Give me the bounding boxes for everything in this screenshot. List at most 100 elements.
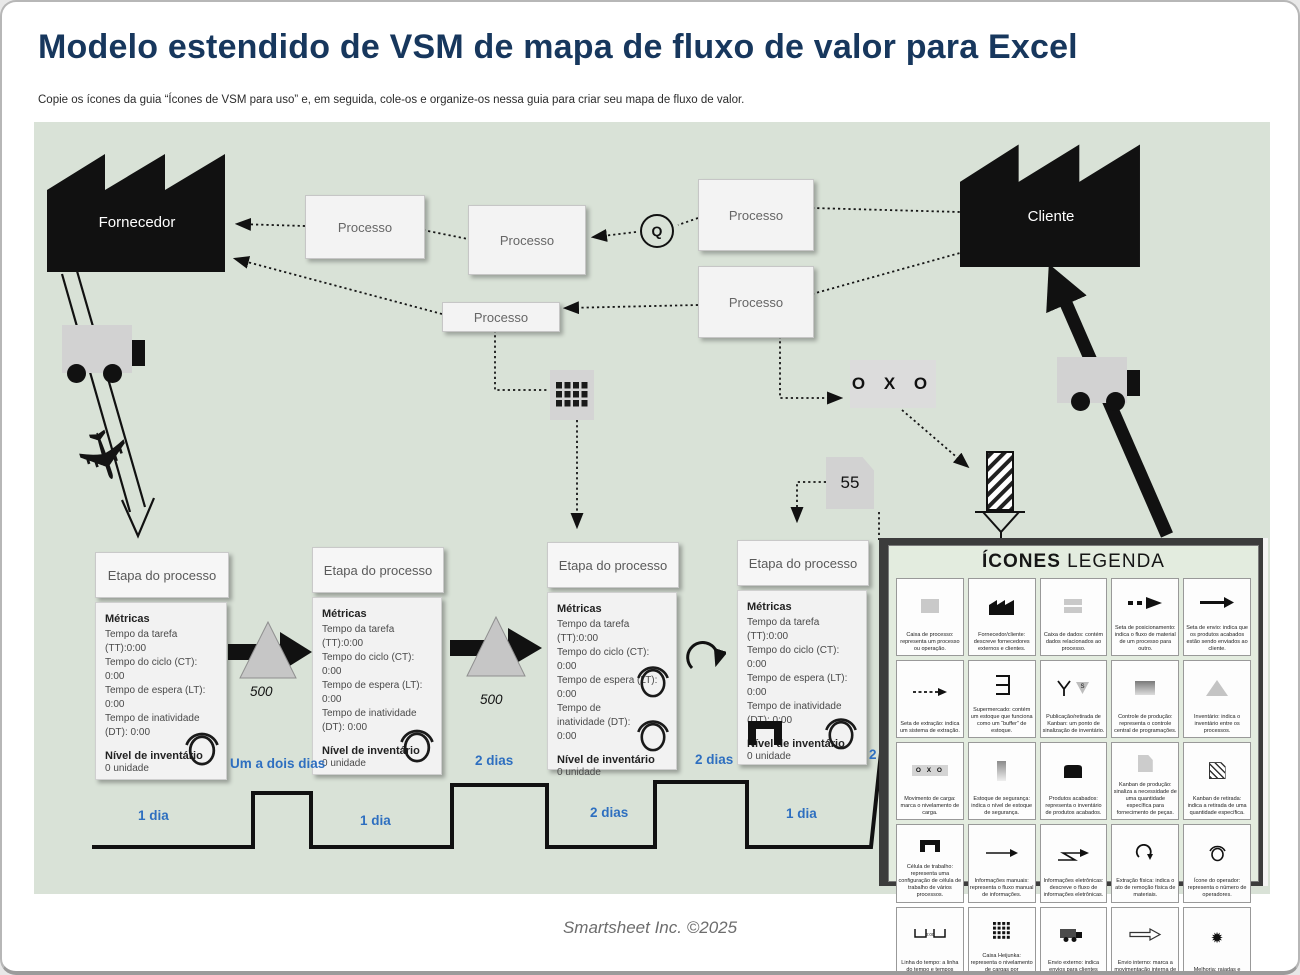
- process-step-1-body: Métricas Tempo da tarefa (TT):0:00 Tempo…: [95, 602, 227, 780]
- process-step-2-body: Métricas Tempo da tarefa (TT):0:00 Tempo…: [312, 597, 442, 775]
- timeline-label: 1 dia: [138, 808, 169, 823]
- legend-cell-inventory: Inventário: indica o inventário entre os…: [1183, 660, 1251, 739]
- metric-line: Tempo de inatividade (DT): 0:00: [105, 713, 200, 738]
- metric-line: Tempo da tarefa (TT):0:00: [322, 624, 395, 649]
- operator-icon: [825, 718, 857, 750]
- load-leveling-icon: O X O: [911, 765, 948, 777]
- inventory-heading: Nível de inventário: [747, 738, 845, 750]
- outline-arrow-supplier-to-step1: [60, 270, 156, 539]
- inventory-value: 0 unidade: [105, 763, 149, 774]
- safety-stock-icon: [997, 760, 1007, 781]
- legend-cell-internal-arrow: Envio interno: marca a movimentação inte…: [1111, 906, 1180, 971]
- timeline-label: 2 dias: [695, 752, 734, 767]
- timeline-label: 2 dias: [590, 805, 629, 820]
- push-arrow-icon: [228, 620, 312, 679]
- production-kanban-icon: [1137, 754, 1153, 772]
- process-step-3-body: Métricas Tempo da tarefa (TT):0:00 Tempo…: [547, 592, 677, 778]
- inventory-value: 0 unidade: [747, 751, 791, 762]
- supplier-label: Fornecedor: [98, 214, 176, 231]
- metric-line: Tempo do ciclo (CT): 0:00: [105, 657, 198, 682]
- operator-icon: [1208, 845, 1226, 862]
- metrics-heading: Métricas: [105, 613, 150, 625]
- operator-icon: [185, 732, 219, 766]
- info-arrow-kanbancard-to-step4: [790, 481, 826, 524]
- info-arrow-quality-to-process2: [590, 229, 637, 242]
- safety-symbol: S: [1081, 684, 1085, 690]
- inventory-triangle-icon: [239, 620, 297, 679]
- quality-circle: Q: [640, 214, 674, 248]
- legend-title: ÍCONES LEGENDA: [889, 546, 1258, 576]
- inventory-heading: Nível de inventário: [557, 754, 655, 766]
- timeline-label: 1 dia: [786, 806, 817, 821]
- legend-cell-work-cell: Célula de trabalho: representa uma confi…: [896, 824, 964, 903]
- metric-line: Tempo de espera (LT): 0:00: [747, 673, 848, 698]
- heijunka-grid-icon: [550, 370, 594, 420]
- process-label: Processo: [728, 207, 784, 223]
- load-leveling-box: O X O: [850, 360, 936, 408]
- physical-pull-icon: [686, 640, 726, 670]
- inventory-heading: Nível de inventário: [322, 745, 420, 757]
- kaizen-burst-icon: ✹: [1210, 929, 1224, 947]
- metric-line: Tempo do ciclo (CT): 0:00: [747, 645, 840, 670]
- process-step-title: Etapa do processo: [748, 555, 858, 571]
- process-step-1-header: Etapa do processo: [95, 552, 229, 598]
- legend-sheet: ÍCONES LEGENDA Caixa de processo: repres…: [888, 545, 1259, 971]
- data-box-icon: [1064, 599, 1083, 614]
- factory-icon: [989, 599, 1015, 615]
- dotted-info-flows: [232, 207, 970, 540]
- operator-icon: [400, 729, 434, 763]
- page-subtitle: Copie os ícones da guia “Ícones de VSM p…: [38, 94, 745, 106]
- legend-cell-push-arrow: Seta de posicionamento: indica o fluxo d…: [1111, 578, 1180, 657]
- legend-cell-heijunka: Caixa Heijunka: representa o nivelamento…: [967, 906, 1036, 971]
- load-leveling-label: O X O: [851, 374, 935, 393]
- legend-cell-finished-goods: Produtos acabados: representa o inventár…: [1039, 742, 1108, 821]
- process-box-icon: [920, 599, 939, 614]
- timeline-label: Um a dois dias: [230, 756, 326, 771]
- metric-line: Tempo do ciclo (CT): 0:00: [322, 652, 415, 677]
- process-box-3: Processo: [442, 302, 560, 332]
- legend-cell-production-control: Controle de produção: representa o contr…: [1111, 660, 1180, 739]
- quality-symbol: Q: [651, 223, 663, 239]
- info-line-process5-to-customer: [811, 252, 961, 295]
- pull-arrow-icon: [912, 688, 947, 697]
- physical-pull-icon: [1136, 843, 1154, 860]
- process-box-2: Processo: [468, 205, 586, 275]
- inventory-value: 0 unidade: [557, 767, 601, 778]
- legend-title-rest: LEGENDA: [1060, 551, 1165, 572]
- process-step-2-header: Etapa do processo: [312, 547, 444, 593]
- legend-cell-safety-stock: Estoque de segurança: indica o nível de …: [967, 742, 1036, 821]
- heijunka-box-icon: [992, 922, 1011, 941]
- info-arrow-loadleveling-to-kanbanpost: [901, 409, 970, 469]
- process-step-title: Etapa do processo: [323, 562, 433, 578]
- process-label: Processo: [473, 309, 529, 325]
- metrics-heading: Métricas: [557, 603, 602, 615]
- process-box-5: Processo: [698, 266, 814, 338]
- legend-cell-physical-pull: Extração física: indica o ato de remoção…: [1111, 824, 1180, 903]
- legend-cell-kanban-post: S Publicação/retirada de Kanban: um pont…: [1039, 660, 1108, 739]
- factory-icon: [960, 144, 1140, 267]
- internal-arrow-icon: [1129, 928, 1162, 942]
- customer-factory: Cliente: [960, 132, 1142, 267]
- info-line-process3-to-heijunka: [494, 330, 548, 391]
- legend-cell-operator: Ícone do operador: representa o número d…: [1183, 824, 1251, 903]
- legend-cell-factory: Fornecedor/cliente: descreve fornecedore…: [967, 578, 1036, 657]
- timeline-label: 1 dia: [360, 813, 391, 828]
- truck-icon: [1060, 929, 1083, 943]
- timeline: [92, 733, 885, 849]
- footer-credit: Smartsheet Inc. ©2025: [562, 918, 738, 937]
- info-arrow-process5-to-loadleveling: [779, 336, 844, 405]
- metric-line: Tempo da tarefa (TT):0:00: [747, 617, 820, 642]
- metrics-heading: Métricas: [322, 608, 367, 620]
- push-arrow-icon: [1128, 596, 1163, 609]
- timeline-label: 2 dias: [475, 753, 514, 768]
- kanban-card-value: 55: [840, 473, 860, 492]
- legend-cell-data-box: Caixa de dados: contém dados relacionado…: [1039, 578, 1108, 657]
- operator-icon: [637, 666, 669, 698]
- legend-grid: Caixa de processo: representa um process…: [889, 576, 1258, 971]
- info-line-process4-to-quality: [677, 217, 699, 226]
- legend-cell-external-truck: Envio externo: indica envios para client…: [1039, 906, 1108, 971]
- inventory-triangle-icon: [466, 615, 526, 677]
- info-arrow-process5-to-process3: [562, 301, 699, 315]
- shipment-arrow-icon: [1200, 597, 1235, 609]
- heijunka-squares: [556, 382, 588, 408]
